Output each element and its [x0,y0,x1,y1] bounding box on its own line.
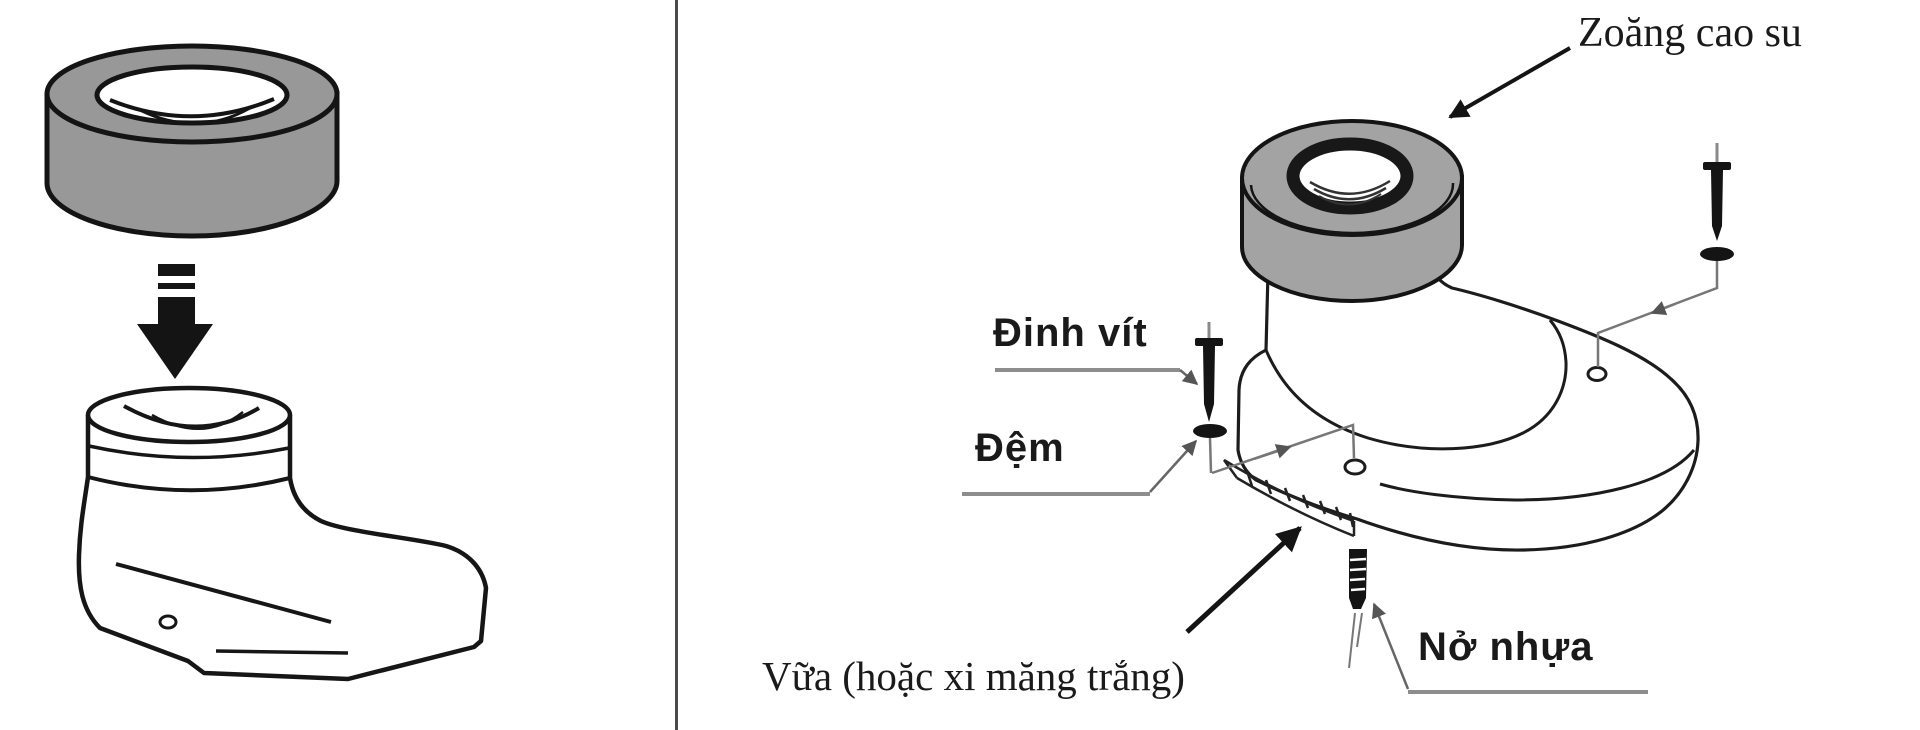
leader-dinh-vit [1179,369,1199,385]
screw-right-icon [1700,143,1734,261]
wall-plug-anchor-icon [1348,549,1367,669]
label-screw: Đinh vít [993,311,1148,355]
rubber-ring-assembled-icon [1240,119,1464,303]
flange-hole-icon [158,614,178,630]
divider-line [675,0,678,730]
washer-left-icon [1193,424,1227,438]
toilet-flange-icon [76,385,489,682]
down-arrow-icon [137,264,213,379]
leader-line-screw-left [1211,423,1356,475]
label-rubber-gasket: Zoăng cao su [1578,10,1802,56]
right-panel [962,46,1734,694]
rubber-ring-icon [44,43,340,239]
mortar-hatch-icon [1222,458,1356,538]
screw-left-icon [1193,322,1227,474]
leader-dem [1149,439,1198,493]
gasket-arrow-icon [1448,46,1571,119]
left-panel [44,43,489,682]
toilet-flange-assembled-icon [1236,270,1700,552]
washer-right-icon [1700,247,1734,261]
flange-hole-right-icon [1586,366,1608,382]
leader-arrows [1149,369,1410,690]
leader-line-screw-right [1596,261,1719,367]
leader-no-nhua [1372,602,1410,690]
mortar-arrow-icon [1185,526,1302,634]
label-mortar: Vữa (hoặc xi măng trắng) [762,653,1185,699]
label-underlines [962,368,1648,694]
flange-hole-left-icon [1343,458,1367,476]
label-plastic-anchor: Nở nhựa [1418,625,1594,669]
label-washer: Đệm [975,426,1065,470]
